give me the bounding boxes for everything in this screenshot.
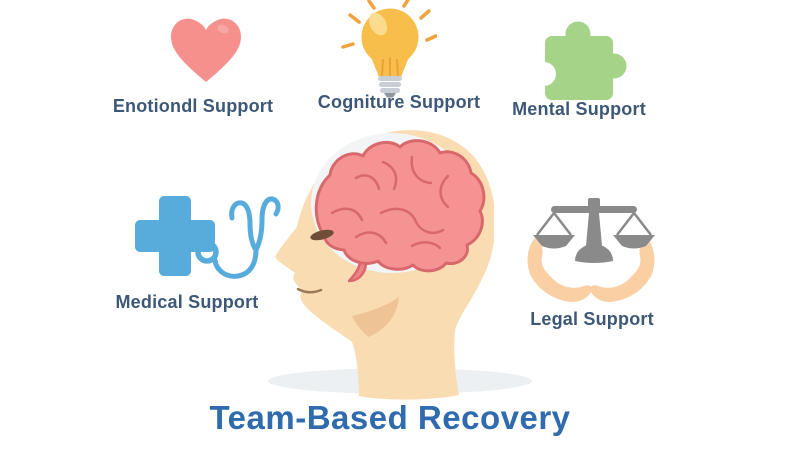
puzzle-right-knob xyxy=(601,53,627,79)
open-hands xyxy=(527,238,655,302)
heart-shape xyxy=(171,18,241,82)
brain-body xyxy=(314,139,486,273)
scales-of-justice xyxy=(533,198,655,263)
head-profile-with-brain xyxy=(275,130,494,400)
left-pan xyxy=(533,235,575,249)
bulb-base-cap xyxy=(384,93,396,98)
brain-folds xyxy=(330,155,450,250)
cognitive-support-label: Cogniture Support xyxy=(317,92,481,112)
eyebrow xyxy=(310,229,334,241)
stethoscope-chest-piece xyxy=(195,240,219,264)
cross-horizontal-bar xyxy=(135,220,215,252)
lightbulb-icon xyxy=(341,0,437,98)
heart-icon xyxy=(171,18,241,82)
mouth xyxy=(296,287,323,294)
stethoscope-tube xyxy=(212,196,281,279)
medical-support-label: Medical Support xyxy=(115,292,259,312)
brain xyxy=(314,139,486,283)
medical-cross-stethoscope-icon xyxy=(135,196,281,279)
right-hand xyxy=(590,238,655,302)
page-title: Team-Based Recovery xyxy=(209,399,571,436)
puzzle-piece-icon xyxy=(532,21,627,100)
neck-shadow xyxy=(352,297,399,337)
right-pan xyxy=(613,235,655,249)
emotional-support-label: Enotiondl Support xyxy=(112,96,274,116)
bulb-base xyxy=(378,76,402,93)
bulb-highlight xyxy=(368,12,388,36)
legal-support-label: Legal Support xyxy=(530,309,654,329)
pan-strings xyxy=(536,212,652,236)
left-hand xyxy=(527,238,592,302)
scales-of-justice-hands-icon xyxy=(527,198,655,302)
puzzle-body xyxy=(545,36,613,100)
puzzle-left-notch xyxy=(532,62,556,86)
mental-support-label: Mental Support xyxy=(512,99,646,119)
bulb-filament-lines xyxy=(381,57,399,77)
lightbulb-rays xyxy=(341,0,437,49)
puzzle-top-knob xyxy=(565,21,591,47)
heart-highlight xyxy=(217,24,229,34)
